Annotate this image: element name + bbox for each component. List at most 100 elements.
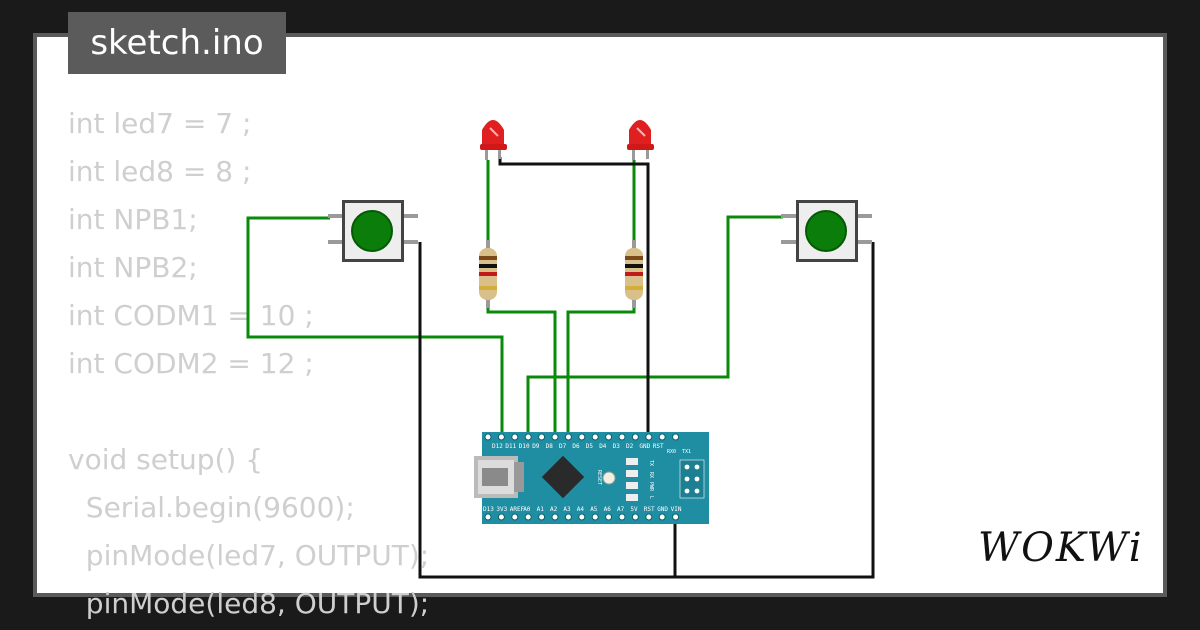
wire-leds-gnd[interactable]	[498, 157, 650, 437]
led-red-1[interactable]	[480, 120, 507, 160]
code-line: void setup() {	[68, 443, 264, 476]
header-pin[interactable]	[564, 513, 572, 521]
bottom-pin-label: A1	[537, 506, 545, 513]
pushbutton-1[interactable]	[328, 200, 418, 262]
code-line: int CODM1 = 10 ;	[68, 299, 314, 332]
led-label-pwr: PWR	[648, 482, 654, 492]
header-pin[interactable]	[605, 513, 613, 521]
bottom-pin-label: 3V3	[496, 506, 507, 513]
green-wires	[246, 160, 783, 437]
bottom-header-pins	[484, 513, 680, 521]
header-pin[interactable]	[605, 433, 613, 441]
bottom-pin-label: 5V	[630, 506, 638, 513]
wokwi-logo: WOKWi	[978, 525, 1144, 571]
header-pin[interactable]	[618, 433, 626, 441]
header-pin[interactable]	[645, 433, 653, 441]
status-leds	[626, 458, 638, 501]
top-pin-label: D5	[586, 443, 594, 450]
bottom-pin-label: GND	[657, 506, 668, 513]
top-pin-label: D12	[492, 443, 503, 450]
code-line: pinMode(led7, OUTPUT);	[68, 539, 430, 572]
file-tab[interactable]: sketch.ino	[68, 12, 286, 74]
wire-button1-gnd[interactable]	[418, 242, 677, 579]
header-pin[interactable]	[511, 513, 519, 521]
black-wires	[418, 157, 875, 579]
wire-button1-d12[interactable]	[246, 216, 504, 437]
header-pin[interactable]	[497, 513, 505, 521]
header-pin[interactable]	[672, 513, 680, 521]
bottom-pin-label: A3	[563, 506, 571, 513]
top-pin-label: D8	[546, 443, 554, 450]
status-led-labels: TX RX PWR L	[648, 460, 654, 499]
header-pin[interactable]	[538, 513, 546, 521]
led-label-l: L	[648, 496, 654, 499]
bottom-pin-label: VIN	[671, 506, 682, 513]
header-pin[interactable]	[524, 433, 532, 441]
header-pin[interactable]	[578, 433, 586, 441]
header-pin[interactable]	[564, 433, 572, 441]
header-pin[interactable]	[591, 513, 599, 521]
bottom-pin-label: A0	[523, 506, 531, 513]
usb-connector	[474, 456, 524, 498]
bottom-pin-label: D13	[483, 506, 494, 513]
top-pin-label: D9	[532, 443, 540, 450]
top-pin-label: RST	[653, 443, 664, 450]
header-pin[interactable]	[524, 513, 532, 521]
code-line: int led7 = 7 ;	[68, 107, 252, 140]
top-pin-label: GND	[639, 443, 650, 450]
header-pin[interactable]	[551, 513, 559, 521]
wire-resistor2-d7[interactable]	[566, 300, 636, 437]
led-red-2[interactable]	[627, 120, 654, 160]
bottom-pin-label: AREF	[510, 506, 525, 513]
led-label-rx: RX	[648, 472, 654, 478]
bottom-pin-label: A2	[550, 506, 558, 513]
wire-button2-d10[interactable]	[526, 215, 783, 437]
code-line: int NPB1;	[68, 203, 198, 236]
top-pin-label: D4	[599, 443, 607, 450]
header-pin[interactable]	[578, 513, 586, 521]
top-pin-label: D2	[626, 443, 634, 450]
top-pin-label: D11	[505, 443, 516, 450]
header-pin[interactable]	[631, 433, 639, 441]
header-pin[interactable]	[645, 513, 653, 521]
reset-button[interactable]	[600, 464, 618, 492]
header-pin[interactable]	[511, 433, 519, 441]
header-pin[interactable]	[631, 513, 639, 521]
code-line: pinMode(led8, OUTPUT);	[68, 587, 430, 620]
top-pin-label: D6	[572, 443, 580, 450]
header-pin[interactable]	[591, 433, 599, 441]
header-pin[interactable]	[538, 433, 546, 441]
code-line: int NPB2;	[68, 251, 198, 284]
header-pin[interactable]	[484, 513, 492, 521]
serial-label-tx1: TX1	[682, 449, 691, 455]
top-pin-label: D3	[613, 443, 621, 450]
header-pin[interactable]	[658, 433, 666, 441]
bottom-pin-label: A7	[617, 506, 625, 513]
resistor-1[interactable]	[479, 240, 497, 308]
pushbutton-2[interactable]	[781, 200, 872, 262]
resistor-2[interactable]	[625, 240, 643, 308]
reset-label: RESET	[596, 470, 602, 485]
header-pin[interactable]	[658, 513, 666, 521]
icsp-header	[679, 459, 705, 499]
bottom-pin-label: A5	[590, 506, 598, 513]
wire-resistor1-d8[interactable]	[486, 300, 557, 437]
header-pin[interactable]	[618, 513, 626, 521]
wire-button2-gnd[interactable]	[675, 242, 875, 579]
top-pin-label: D7	[559, 443, 567, 450]
code-line: Serial.begin(9600);	[68, 491, 355, 524]
led-label-tx: TX	[648, 460, 654, 466]
header-pin[interactable]	[551, 433, 559, 441]
header-pin[interactable]	[497, 433, 505, 441]
bottom-pin-label: RST	[644, 506, 655, 513]
header-pin[interactable]	[484, 433, 492, 441]
code-line: int led8 = 8 ;	[68, 155, 252, 188]
bottom-pin-label: A4	[577, 506, 585, 513]
top-pin-label: D10	[519, 443, 530, 450]
header-pin[interactable]	[672, 433, 680, 441]
serial-label-rx0: RX0	[667, 449, 676, 455]
